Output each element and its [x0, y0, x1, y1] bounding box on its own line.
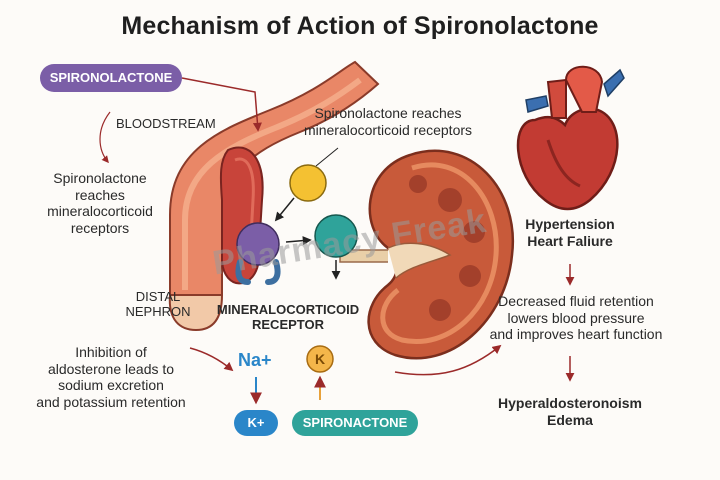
- receptor-line-2: RECEPTOR: [252, 317, 324, 333]
- decreased-fluid-text: Decreased fluid retention lowers blood p…: [476, 293, 676, 343]
- inhibition-line-2: aldosterone leads to: [47, 360, 175, 377]
- blood-vessel: [168, 60, 380, 332]
- decreased-line-2: lowers blood pressure: [507, 309, 645, 326]
- distal-nephron-label: DISTAL NEPHRON: [118, 289, 198, 320]
- reaches-receptors-left: Spironolactone reaches mineralocorticoid…: [20, 170, 180, 236]
- distal-nephron-line-2: NEPHRON: [125, 304, 191, 320]
- reaches-receptors-top: Spironolactone reaches mineralocorticoid…: [288, 105, 488, 138]
- bloodstream-label: BLOODSTREAM: [116, 116, 216, 131]
- spironactone-pill-label: SPIRONACTONE: [302, 415, 408, 430]
- receptor-complex: [235, 147, 358, 285]
- reaches-left-line-3: mineralocorticoid: [47, 203, 153, 220]
- potassium-pill: K+: [234, 410, 278, 436]
- receptor-line-1: MINERALOCORTICOID: [216, 302, 360, 317]
- spironolactone-pill: SPIRONOLACTONE: [40, 64, 182, 92]
- potassium-circle-label: K: [314, 351, 326, 367]
- mineralocorticoid-receptor-label: MINERALOCORTICOID RECEPTOR: [208, 302, 368, 333]
- distal-nephron-line-1: DISTAL: [135, 289, 181, 304]
- kidney: [339, 149, 515, 360]
- page-title: Mechanism of Action of Spironolactone: [121, 12, 599, 40]
- reaches-left-line-1: Spironolactone: [53, 170, 147, 186]
- reaches-top-line-1: Spironolactone reaches: [314, 105, 462, 121]
- reaches-left-line-4: receptors: [70, 219, 130, 236]
- flow-arrows: [99, 77, 575, 405]
- hypertension-line-2: Heart Faliure: [527, 232, 613, 249]
- inhibition-line-3: sodium excretion: [58, 377, 164, 394]
- inhibition-text: Inhibition of aldosterone leads to sodiu…: [16, 344, 206, 410]
- spironolactone-pill-label: SPIRONOLACTONE: [49, 70, 173, 85]
- heart: [516, 65, 625, 211]
- inhibition-line-4: and potassium retention: [36, 393, 186, 410]
- hyperaldo-line-2: Edema: [547, 411, 593, 428]
- decreased-line-1: Decreased fluid retention: [498, 293, 654, 309]
- spironactone-pill: SPIRONACTONE: [292, 410, 418, 436]
- inhibition-line-1: Inhibition of: [75, 344, 147, 360]
- sodium-label: Na+: [238, 350, 272, 370]
- hyperaldo-line-1: Hyperaldosteronoism: [498, 395, 642, 411]
- decreased-line-3: and improves heart function: [489, 326, 663, 343]
- reaches-top-line-2: mineralocorticoid receptors: [303, 121, 473, 138]
- potassium-circle-shape: [306, 345, 334, 373]
- hypertension-label: Hypertension Heart Faliure: [500, 216, 640, 249]
- hyperaldosteronism-label: Hyperaldosteronoism Edema: [480, 395, 660, 428]
- potassium-pill-label: K+: [247, 415, 265, 430]
- hypertension-line-1: Hypertension: [525, 216, 615, 232]
- reaches-left-line-2: reaches: [75, 186, 125, 203]
